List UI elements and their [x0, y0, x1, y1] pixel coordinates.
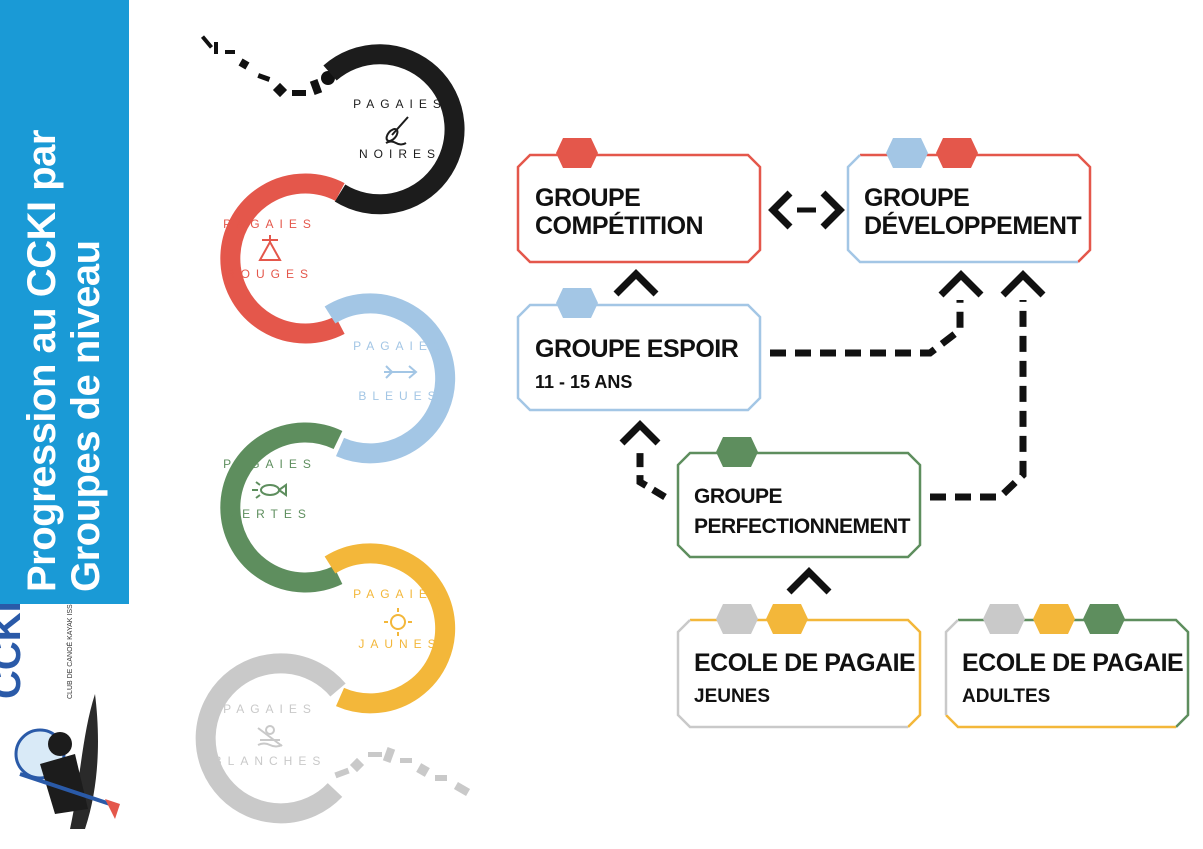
bottom-brush-strokes	[334, 747, 471, 796]
ring-bleues	[324, 293, 456, 464]
label-blanches-word2: BLANCHES	[214, 754, 327, 768]
label-bleues-word1: PAGAIES	[353, 339, 447, 353]
group-ecole-adultes-title: ECOLE DE PAGAIE	[962, 649, 1184, 677]
chevron-espoir-to-competition	[613, 269, 659, 297]
paddle-shaft	[19, 772, 111, 806]
logo-graphic: CCKI CLUB DE CANOË KAYAK ISSOIS	[0, 604, 120, 829]
frame-perfectionnement	[676, 451, 922, 559]
dashed-perfectionnement-to-espoir	[636, 448, 667, 501]
top-brush-strokes	[200, 35, 335, 98]
paddle-icon	[385, 116, 409, 146]
hex-espoir-blue	[556, 288, 598, 318]
group-perfectionnement-title: GROUPE PERFECTIONNEMENT	[694, 482, 911, 543]
dashed-espoir-to-developpement	[770, 300, 964, 357]
logo-name: CCKI	[0, 604, 29, 699]
ring-rouges	[220, 173, 345, 344]
hex-developpement-blue	[886, 138, 928, 168]
group-ecole-adultes-subtitle: ADULTES	[962, 686, 1051, 707]
ring-noires	[323, 44, 465, 215]
double-arrow	[768, 190, 845, 230]
ring-labels: PAGAIES NOIRES PAGAIES ROUGES PAGAIES BL…	[214, 97, 447, 768]
group-developpement-title: GROUPE DÉVELOPPEMENT	[864, 184, 1082, 240]
group-perfectionnement-line1: GROUPE	[694, 485, 783, 508]
hex-ecole-adultes-grey	[983, 604, 1025, 634]
chevron-ecole-to-perfectionnement	[786, 567, 832, 595]
frame-ecole-jeunes-grey	[676, 619, 908, 729]
logo-tagline: CLUB DE CANOË KAYAK ISSOIS	[66, 604, 74, 699]
label-rouges-word2: ROUGES	[226, 267, 314, 281]
label-bleues-word2: BLEUES	[358, 389, 441, 403]
chevron-into-developpement-2	[1000, 270, 1046, 298]
group-developpement-line1: GROUPE	[864, 184, 970, 212]
frame-competition	[516, 153, 762, 264]
label-vertes-word2: VERTES	[228, 507, 312, 521]
label-vertes-word1: PAGAIES	[223, 457, 317, 471]
chevron-into-developpement-1	[938, 270, 984, 298]
paddler-body	[40, 754, 88, 814]
hex-perfectionnement-green	[716, 437, 758, 467]
label-rouges-word1: PAGAIES	[223, 217, 317, 231]
group-ecole-jeunes-subtitle: JEUNES	[694, 686, 771, 707]
paddler-head	[48, 732, 72, 756]
label-jaunes-word2: JAUNES	[358, 637, 441, 651]
label-jaunes-word1: PAGAIES	[353, 587, 447, 601]
sun-icon	[384, 608, 412, 636]
frame-ecole-adultes-grey	[944, 619, 959, 715]
frame-espoir	[516, 303, 762, 412]
label-noires-word1: PAGAIES	[353, 97, 447, 111]
group-perfectionnement-line2: PERFECTIONNEMENT	[694, 515, 911, 539]
label-noires-word2: NOIRES	[359, 147, 441, 161]
frame-ecole-adultes-yellow	[945, 714, 1176, 729]
frame-developpement-blue	[846, 154, 1078, 264]
arrow-icon	[384, 365, 418, 379]
group-espoir-subtitle: 11 - 15 ANS	[535, 372, 633, 392]
group-competition-title: GROUPE COMPÉTITION	[535, 184, 704, 240]
dashed-perfectionnement-to-developpement	[930, 300, 1027, 501]
kayaker-icon	[257, 725, 283, 748]
tent-icon	[258, 235, 282, 261]
hex-ecole-jeunes-yellow	[766, 604, 808, 634]
ring-jaunes	[324, 543, 456, 714]
frame-developpement-red	[860, 153, 1092, 263]
group-espoir-title: GROUPE ESPOIR	[535, 335, 739, 363]
hex-competition-red	[556, 138, 598, 168]
club-logo: CCKI CLUB DE CANOË KAYAK ISSOIS	[0, 604, 129, 849]
hex-ecole-jeunes-grey	[716, 604, 758, 634]
hex-developpement-red	[936, 138, 978, 168]
frame-ecole-jeunes-yellow	[690, 618, 922, 728]
hex-ecole-adultes-green	[1083, 604, 1125, 634]
ring-vertes	[220, 422, 343, 593]
sidebar-banner: Progression au CCKI par Groupes de nivea…	[0, 0, 129, 604]
group-developpement-line2: DÉVELOPPEMENT	[864, 211, 1082, 240]
paddle-blade	[105, 799, 120, 819]
group-competition-line2: COMPÉTITION	[535, 211, 704, 240]
group-competition-line1: GROUPE	[535, 184, 641, 212]
fish-icon	[252, 481, 287, 499]
label-blanches-word1: PAGAIES	[223, 702, 317, 716]
ring-blanches	[195, 653, 346, 824]
group-ecole-jeunes-title: ECOLE DE PAGAIE	[694, 649, 916, 677]
hex-ecole-adultes-yellow	[1033, 604, 1075, 634]
chevron-perfectionnement-to-espoir	[619, 420, 661, 446]
